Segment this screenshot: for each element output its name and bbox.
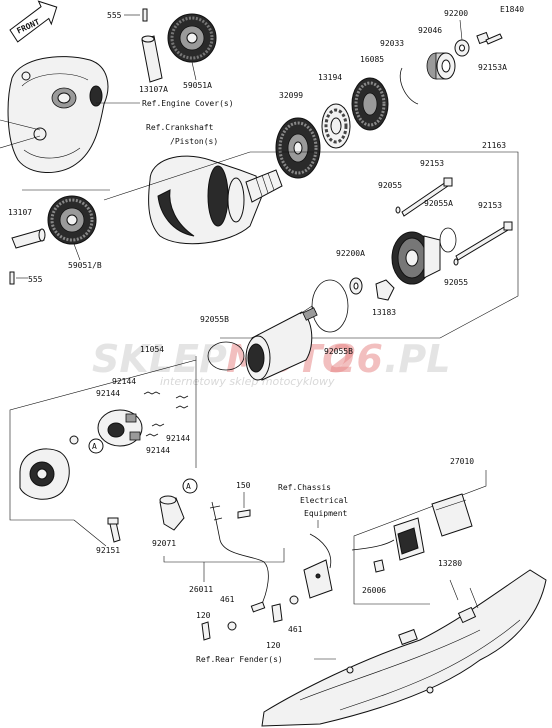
fuse-26006 [373, 559, 385, 573]
watermark-tagline: internetowy sklep motocyklowy [160, 375, 335, 388]
group-border-27010 [353, 470, 487, 605]
label-92046: 92046 [418, 26, 442, 35]
label-92144-b: 92144 [96, 389, 120, 398]
label-461-a: 461 [220, 595, 235, 604]
diagram-code: E1840 [500, 5, 524, 14]
ref-crankshaft-1: Ref.Crankshaft [146, 123, 214, 132]
group-border-11054 [9, 356, 197, 521]
pin-555-bottom [9, 271, 15, 285]
bolt-150 [237, 509, 251, 519]
relay-cover-13280 [431, 493, 473, 537]
shaft-13107a [141, 35, 163, 83]
crankshaft [148, 155, 283, 245]
label-21163: 21163 [482, 141, 506, 150]
label-26011: 26011 [189, 585, 213, 594]
gear-32099 [275, 117, 321, 179]
label-13194: 13194 [318, 73, 342, 82]
bolt-120-b [271, 603, 283, 623]
label-92144-c: 92144 [166, 434, 190, 443]
boot-92071 [159, 495, 185, 531]
ref-chassis-3: Equipment [304, 509, 348, 518]
gear-59051b [47, 195, 97, 245]
label-120-b: 120 [266, 641, 281, 650]
oring-92055a [439, 227, 457, 253]
ref-crankshaft-2: /Piston(s) [170, 137, 218, 146]
springs-92144 [143, 391, 189, 437]
label-92055-b: 92055 [444, 278, 468, 287]
label-92200: 92200 [444, 9, 468, 18]
label-150: 150 [236, 481, 251, 490]
label-13107a: 13107A [139, 85, 168, 94]
starter-cable-26011 [211, 501, 269, 609]
ref-rear-fender: Ref.Rear Fender(s) [196, 655, 283, 664]
oring-92055b-a [207, 341, 245, 371]
starter-relay [393, 517, 425, 561]
ref-engine-cover: Ref.Engine Cover(s) [142, 99, 234, 108]
starter-front-cover [19, 448, 70, 500]
gear-59051a [167, 13, 217, 63]
watermark-brand-c: 26 [330, 337, 383, 381]
label-92153-a: 92153 [420, 159, 444, 168]
gear-16085 [351, 77, 389, 131]
label-92071: 92071 [152, 539, 176, 548]
oring-92055-a [395, 206, 401, 214]
label-16085: 16085 [360, 55, 384, 64]
bolt-92151 [109, 521, 121, 543]
brush-holder [97, 409, 143, 447]
pin-555-top [142, 8, 148, 22]
label-92200a: 92200A [336, 249, 365, 258]
label-26006: 26006 [362, 586, 386, 595]
label-92153a: 92153A [478, 63, 507, 72]
plate-13183 [375, 279, 395, 301]
label-11054: 11054 [140, 345, 164, 354]
label-92151: 92151 [96, 546, 120, 555]
group-border-26011 [163, 548, 285, 563]
relay-bracket [303, 559, 333, 599]
front-marker: FRONT [9, 0, 58, 43]
label-92055a: 92055A [424, 199, 453, 208]
label-13280: 13280 [438, 559, 462, 568]
label-92033: 92033 [380, 39, 404, 48]
watermark-brand-d: .PL [384, 337, 451, 381]
washer-461-a [227, 621, 237, 631]
label-92055b-a: 92055B [200, 315, 229, 324]
label-92144-d: 92144 [146, 446, 170, 455]
bolt-92153-b [455, 225, 509, 261]
label-92153-b: 92153 [478, 201, 502, 210]
label-555-top: 555 [107, 11, 122, 20]
label-120-a: 120 [196, 611, 211, 620]
callout-a-1: A [92, 442, 97, 451]
circlip-92033 [399, 67, 419, 105]
label-13183: 13183 [372, 308, 396, 317]
ref-chassis-2: Electrical [300, 496, 348, 505]
group-border-21163 [220, 151, 519, 339]
label-92055b-b: 92055B [324, 347, 353, 356]
label-92144-a: 92144 [112, 377, 136, 386]
label-92055-a: 92055 [378, 181, 402, 190]
watermark-brand-a: SKLEP [92, 337, 227, 381]
oring-92055b-b [311, 279, 349, 333]
starter-motor [245, 305, 318, 381]
label-27010: 27010 [450, 457, 474, 466]
label-13107: 13107 [8, 208, 32, 217]
callout-a-2: A [186, 482, 191, 491]
washer-461-b [289, 595, 299, 605]
needle-bearing-92046 [426, 52, 456, 80]
ref-chassis-1: Ref.Chassis [278, 483, 331, 492]
label-32099: 32099 [279, 91, 303, 100]
label-59051b: 59051/B [68, 261, 102, 270]
rear-fender [261, 569, 547, 727]
starter-end-cover [391, 231, 441, 285]
bolt-92153a [476, 31, 503, 45]
engine-cover [0, 56, 109, 174]
label-59051a: 59051A [183, 81, 212, 90]
label-555-bottom: 555 [28, 275, 43, 284]
label-461-b: 461 [288, 625, 303, 634]
bolt-120-a [201, 621, 211, 641]
one-way-clutch-13194 [321, 103, 351, 149]
